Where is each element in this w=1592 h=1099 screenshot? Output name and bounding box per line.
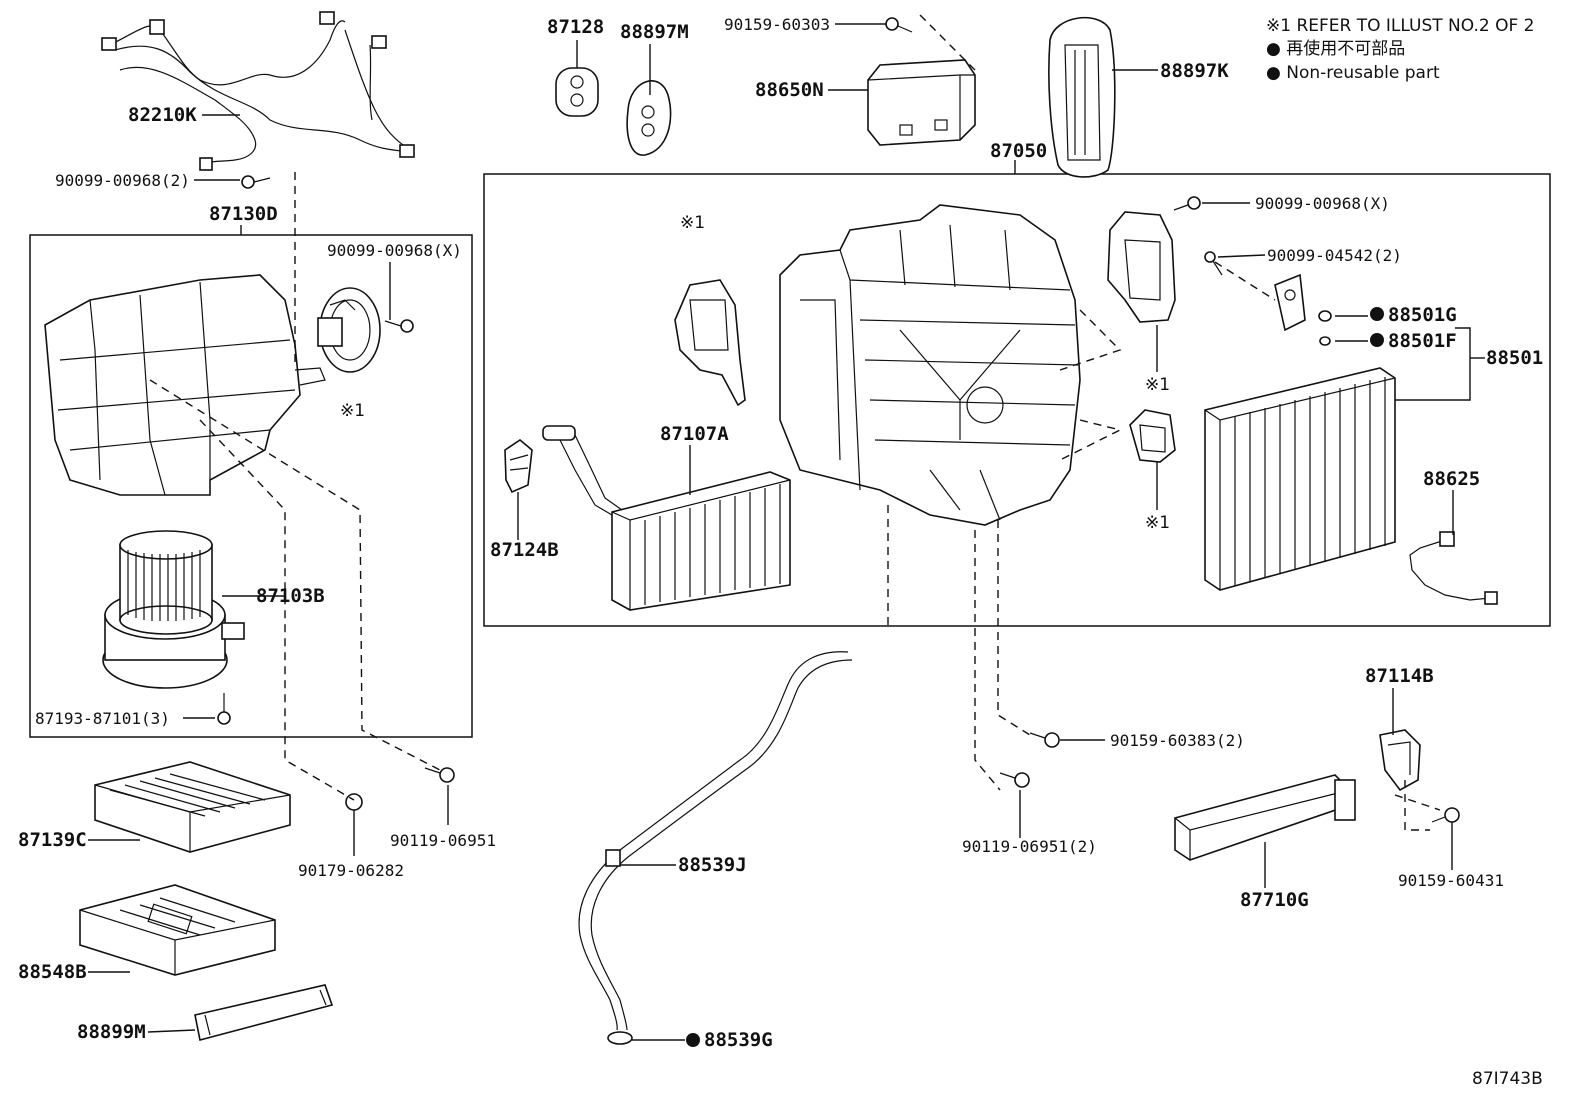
air-filter-87139C-drawing: [94, 761, 291, 853]
label-87710G: 87710G: [1240, 889, 1309, 911]
label-90099-00968-X-left: 90099-00968(X): [327, 241, 462, 260]
label-90159-60383-2: 90159-60383(2): [1110, 731, 1245, 750]
label-87193-87101-3: 87193-87101(3): [35, 709, 170, 728]
servo-motor-lower-drawing: [1129, 409, 1176, 463]
label-88897K: 88897K: [1160, 60, 1229, 82]
note-nonreusable-jp: ● 再使用不可部品: [1266, 38, 1405, 59]
washer-90179-06282-drawing: [345, 793, 363, 811]
ac-amplifier-88650N-drawing: [867, 59, 976, 146]
label-87114B: 87114B: [1365, 665, 1434, 687]
label-88899M: 88899M: [77, 1021, 146, 1043]
label-87124B: 87124B: [490, 539, 559, 561]
filter-case-88548B-drawing: [79, 884, 276, 976]
label-90099-00968-X-right: 90099-00968(X): [1255, 194, 1390, 213]
duct-87710G-drawing: [1174, 774, 1356, 861]
label-87107A: 87107A: [660, 423, 729, 445]
duct-88897K-drawing: [1048, 16, 1116, 178]
label-88501G: 88501G: [1388, 304, 1457, 326]
assembly-box-87130D: [29, 234, 473, 738]
label-90179-06282: 90179-06282: [298, 861, 404, 880]
label-90119-06951-2: 90119-06951(2): [962, 837, 1097, 856]
label-87128: 87128: [547, 16, 604, 38]
leader-lines: [88, 23, 1485, 1041]
illustration-code: 87I743B: [1472, 1069, 1543, 1089]
clamp-87124B-drawing: [504, 439, 533, 494]
label-90159-60303: 90159-60303: [724, 15, 830, 34]
note-ref-line: ※1 REFER TO ILLUST NO.2 OF 2: [1266, 16, 1534, 36]
grommet-87128-drawing: [555, 67, 599, 117]
label-87139C: 87139C: [18, 829, 87, 851]
label-88548B: 88548B: [18, 961, 87, 983]
thermistor-88625-drawing: [1409, 531, 1498, 605]
bracket-87114B-drawing: [1379, 729, 1421, 792]
label-88501: 88501: [1486, 347, 1543, 369]
label-90119-06951: 90119-06951: [390, 831, 496, 850]
dashed-lines: [149, 14, 1441, 831]
note-nonreusable-en: ● Non-reusable part: [1266, 63, 1440, 83]
label-90099-04542-2: 90099-04542(2): [1267, 246, 1402, 265]
label-88501F: 88501F: [1388, 330, 1457, 352]
label-88539J: 88539J: [678, 854, 747, 876]
label-88539G: 88539G: [704, 1029, 773, 1051]
drain-hose-88539J-drawing: [578, 651, 853, 1045]
ref-mark-blower: ※1: [340, 401, 365, 421]
ref-mark-servo-lower: ※1: [1145, 513, 1170, 533]
label-87050: 87050: [990, 140, 1047, 162]
nonreusable-dots: [686, 307, 1384, 1047]
blower-motor-87103B-drawing: [102, 530, 245, 689]
hvac-unit-87050-drawing: [779, 204, 1081, 526]
label-90099-00968-2: 90099-00968(2): [55, 171, 190, 190]
heater-core-87107A-drawing: [542, 425, 791, 611]
label-88897M: 88897M: [620, 21, 689, 43]
servo-motor-left-drawing: [674, 279, 746, 407]
label-90159-60431: 90159-60431: [1398, 871, 1504, 890]
ref-mark-servo-upper: ※1: [1145, 375, 1170, 395]
wire-harness-82210K-drawing: [101, 11, 415, 171]
label-82210K: 82210K: [128, 104, 197, 126]
servo-motor-upper-drawing: [1107, 211, 1176, 323]
blower-resistor-drawing: [317, 287, 381, 373]
o-rings-drawing: [1318, 310, 1332, 346]
assembly-box-87050: [483, 173, 1551, 627]
cover-88899M-drawing: [194, 984, 334, 1041]
label-88650N: 88650N: [755, 79, 824, 101]
ref-mark-servo-left: ※1: [680, 213, 705, 233]
label-87130D: 87130D: [209, 203, 278, 225]
bolts-drawing: [217, 17, 1460, 823]
label-87103B: 87103B: [256, 585, 325, 607]
expansion-valve-drawing: [1274, 273, 1306, 332]
seal-88897M-drawing: [626, 80, 672, 156]
evaporator-88501-drawing: [1204, 367, 1396, 591]
label-88625: 88625: [1423, 468, 1480, 490]
